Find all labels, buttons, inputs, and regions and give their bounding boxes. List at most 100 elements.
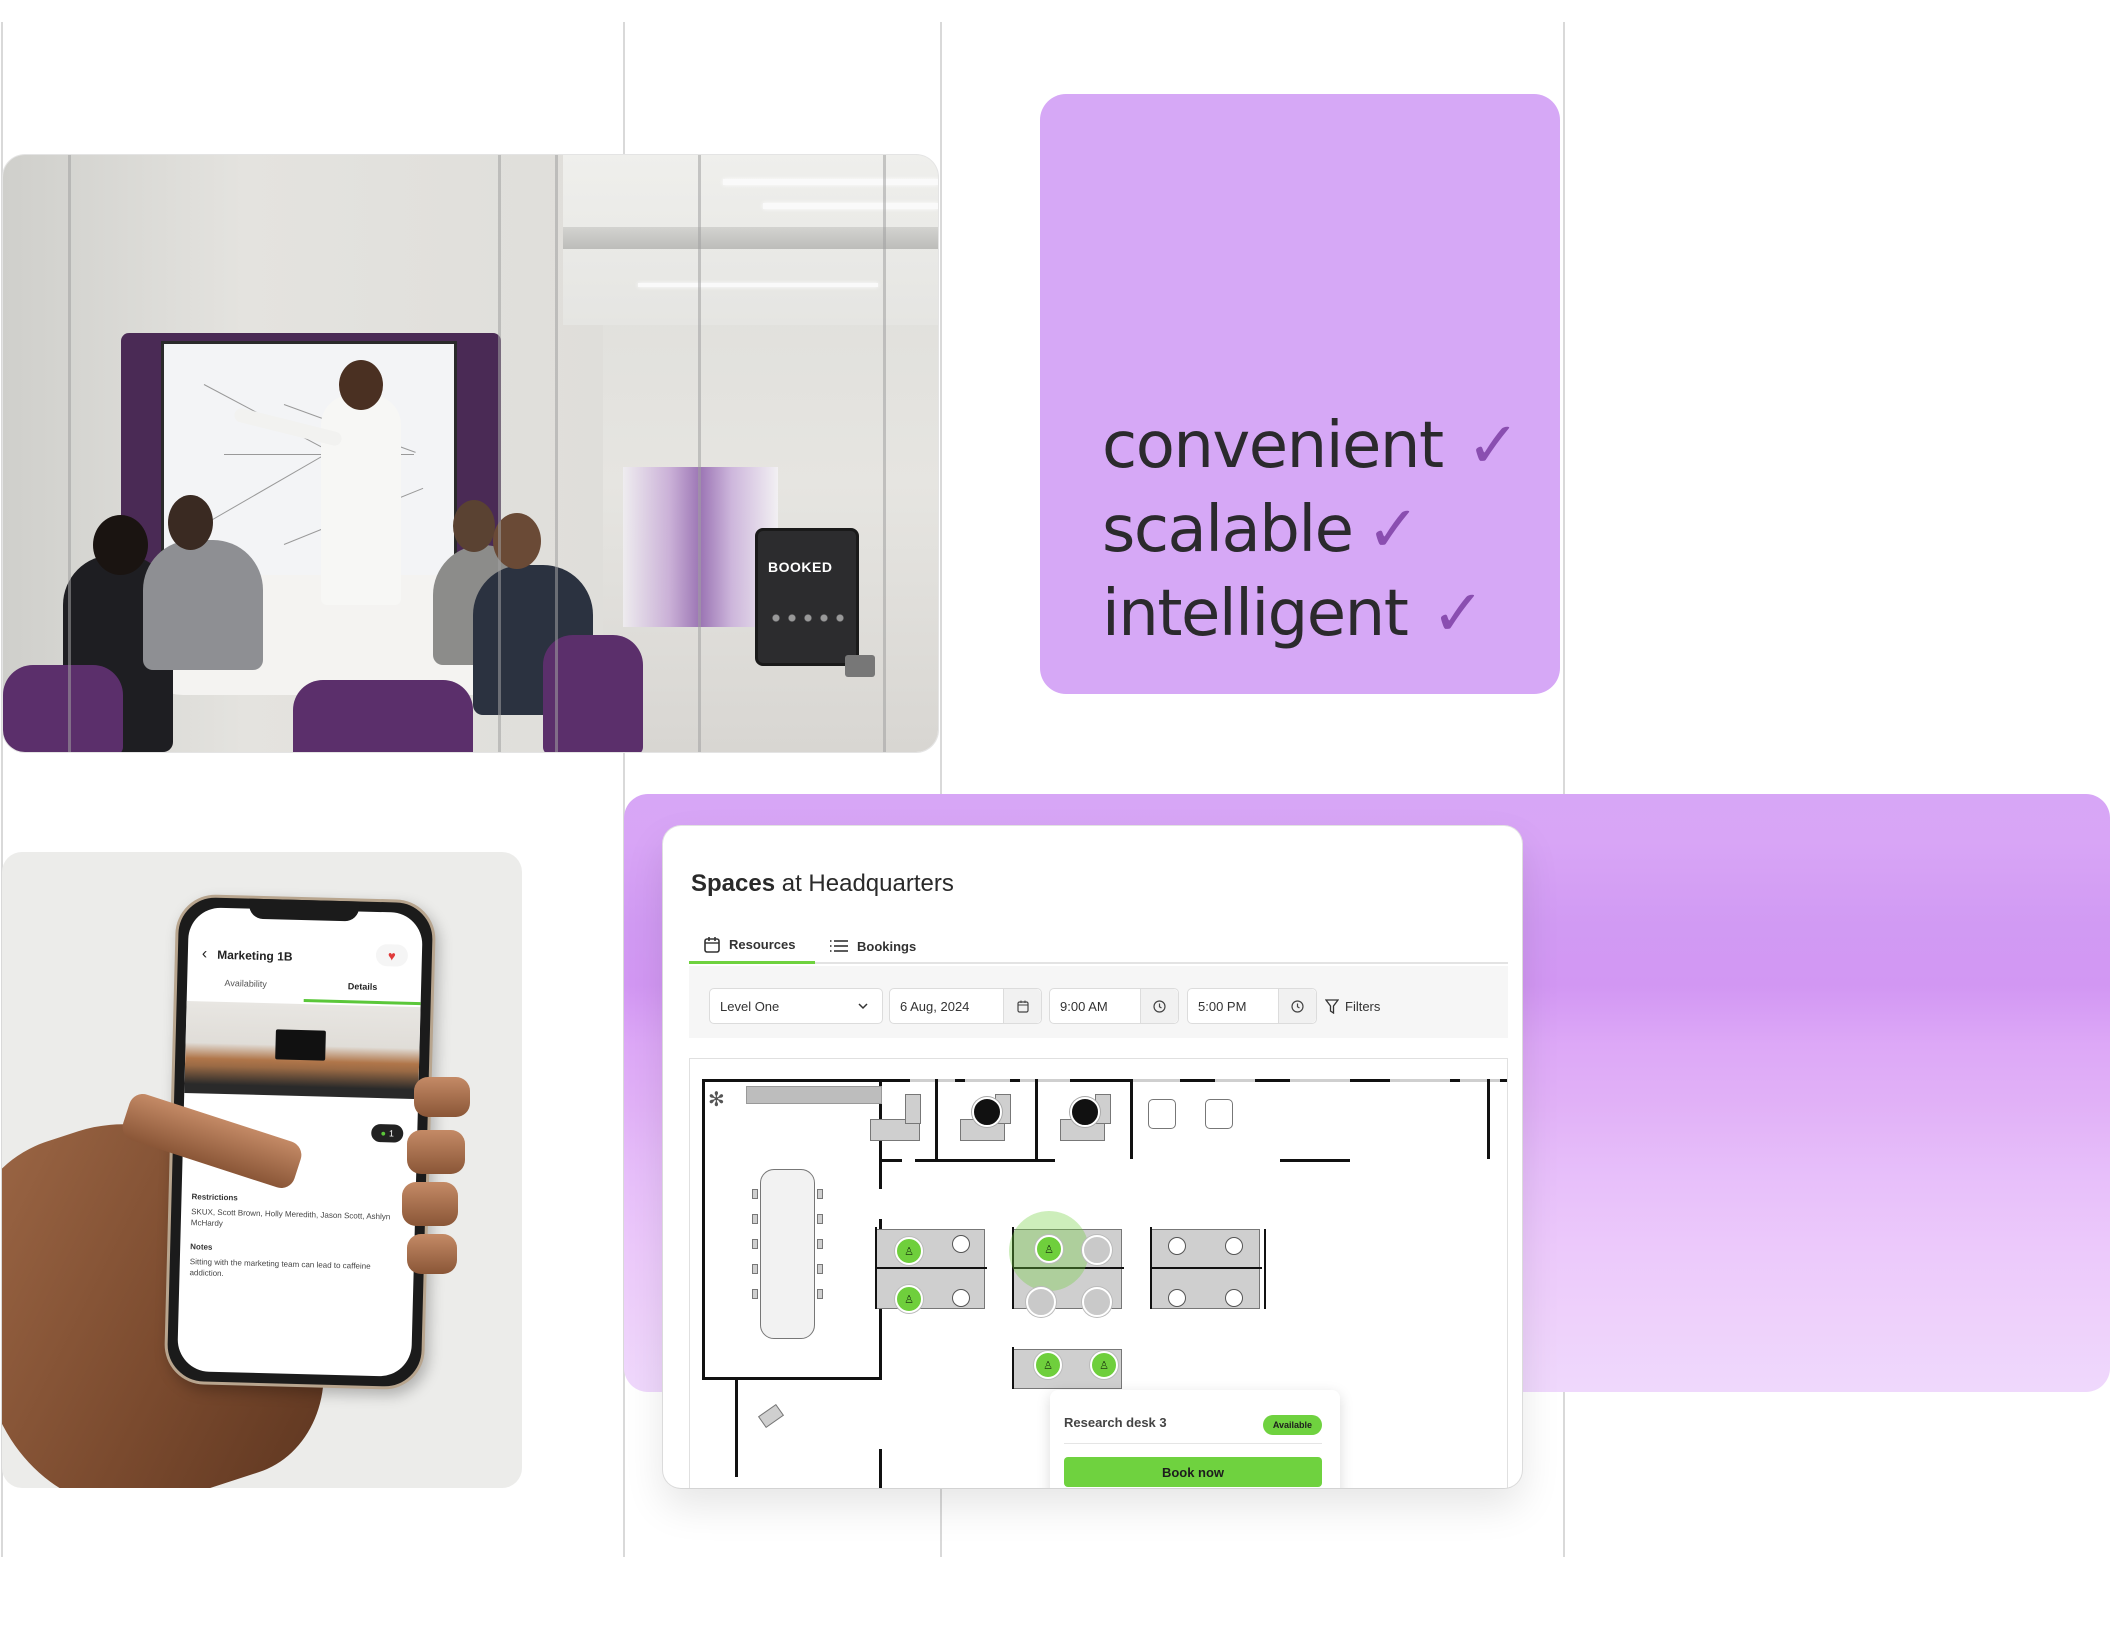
glass-mullion — [68, 155, 71, 752]
tagline-item: convenient ✓ — [1102, 404, 1521, 488]
attendee-head — [93, 515, 148, 575]
filters-button[interactable]: Filters — [1325, 988, 1380, 1024]
spaces-app-window: Spaces at Headquarters Resources Booking… — [663, 826, 1522, 1488]
desk-chair — [952, 1235, 970, 1253]
back-icon[interactable]: ‹ — [201, 945, 208, 963]
tagline-word: scalable — [1102, 493, 1354, 567]
desk-chair — [1168, 1289, 1186, 1307]
finger — [414, 1077, 470, 1117]
unavailable-desk-marker[interactable] — [1026, 1287, 1056, 1317]
end-time-picker[interactable]: 5:00 PM — [1187, 988, 1317, 1024]
divider — [1064, 1443, 1322, 1444]
room-booking-tablet: BOOKED — [755, 528, 859, 666]
desk-chair — [952, 1289, 970, 1307]
check-icon: ✓ — [1466, 409, 1521, 483]
floor-plan[interactable]: ✻ ♙ — [689, 1058, 1508, 1488]
occupied-marker[interactable] — [972, 1097, 1002, 1127]
grid-line — [1563, 22, 1565, 1557]
person-icon: ● — [380, 1128, 387, 1139]
date-picker[interactable]: 6 Aug, 2024 — [889, 988, 1042, 1024]
occupied-marker[interactable] — [1070, 1097, 1100, 1127]
available-desk-marker[interactable]: ♙ — [895, 1237, 923, 1265]
phone-notch — [248, 898, 360, 922]
tab-bar: Resources Bookings — [689, 928, 1508, 964]
tab-bookings[interactable]: Bookings — [815, 928, 928, 964]
filter-toolbar: Level One 6 Aug, 2024 9:00 AM 5:00 PM Fi… — [689, 966, 1508, 1038]
meeting-room-photo: BOOKED — [3, 155, 938, 752]
tablet-status: BOOKED — [768, 559, 833, 575]
list-icon — [830, 940, 848, 952]
available-desk-marker[interactable]: ♙ — [1090, 1351, 1118, 1379]
calendar-icon — [1016, 1000, 1029, 1013]
mobile-app-photo: ‹ Marketing 1B ♥ Availability Details ● … — [2, 852, 522, 1488]
reception-desk — [757, 1403, 785, 1429]
book-now-button[interactable]: Book now — [1064, 1457, 1322, 1487]
favorite-button[interactable]: ♥ — [375, 943, 409, 967]
small-table[interactable] — [1148, 1099, 1176, 1129]
available-desk-marker[interactable]: ♙ — [1034, 1351, 1062, 1379]
calendar-button[interactable] — [1003, 989, 1041, 1023]
check-icon: ✓ — [1366, 493, 1421, 567]
status-badge: Available — [1262, 1415, 1322, 1435]
plant-icon: ✻ — [708, 1089, 725, 1111]
laptop-image — [275, 1029, 326, 1061]
funnel-icon — [1325, 998, 1339, 1014]
clock-icon — [1153, 999, 1166, 1013]
tab-details[interactable]: Details — [303, 980, 422, 1006]
tagline-item: scalable ✓ — [1102, 488, 1519, 572]
check-icon: ✓ — [1431, 577, 1485, 651]
chair — [293, 680, 473, 752]
resource-name: Research desk 3 — [1064, 1415, 1167, 1430]
tagline-word: convenient — [1102, 409, 1444, 483]
calendar-icon — [704, 936, 720, 953]
tagline-list: convenient ✓ scalable ✓ intelligent ✓ — [1102, 404, 1521, 656]
tagline-item: intelligent ✓ — [1102, 572, 1519, 656]
ceiling-duct — [563, 227, 938, 249]
grid-line — [1, 22, 3, 1557]
tagline-card: convenient ✓ scalable ✓ intelligent ✓ — [1040, 94, 1560, 694]
page-title: Spaces at Headquarters — [691, 870, 954, 897]
finger — [407, 1130, 465, 1174]
mobile-tabs: Availability Details — [187, 977, 422, 1006]
ceiling-light — [638, 283, 878, 287]
attendee — [143, 540, 263, 670]
glass-mullion — [555, 155, 558, 752]
unavailable-desk-marker[interactable] — [1082, 1235, 1112, 1265]
chair — [3, 665, 123, 752]
available-desk-marker[interactable]: ♙ — [895, 1285, 923, 1313]
selected-desk-marker[interactable]: ♙ — [1035, 1235, 1063, 1263]
finger — [402, 1182, 458, 1226]
ceiling-light — [763, 203, 938, 209]
level-select[interactable]: Level One — [709, 988, 883, 1024]
tab-availability[interactable]: Availability — [224, 977, 267, 990]
grid-line — [623, 22, 625, 1557]
door-handle — [845, 655, 875, 677]
ceiling-light — [723, 179, 938, 185]
start-time-button[interactable] — [1140, 989, 1178, 1023]
presenter — [321, 395, 401, 605]
grid-line — [940, 22, 942, 1557]
office-desk[interactable] — [870, 1119, 920, 1141]
attendee-head — [493, 513, 541, 569]
glass-mullion — [883, 155, 886, 752]
unavailable-desk-marker[interactable] — [1082, 1287, 1112, 1317]
glass-mullion — [498, 155, 501, 752]
conference-table[interactable] — [760, 1169, 815, 1339]
small-table[interactable] — [1205, 1099, 1233, 1129]
desk-chair — [1225, 1237, 1243, 1255]
chevron-down-icon — [858, 1003, 868, 1010]
attendee-head — [453, 500, 495, 552]
start-time-picker[interactable]: 9:00 AM — [1049, 988, 1179, 1024]
mobile-title: Marketing 1B — [217, 947, 293, 964]
resource-popup: Research desk 3 Available Book now — [1050, 1390, 1340, 1488]
mobile-header: ‹ Marketing 1B — [202, 945, 293, 965]
tab-resources[interactable]: Resources — [689, 928, 815, 964]
restrictions-label: Restrictions — [191, 1192, 238, 1203]
desk-chair — [1225, 1289, 1243, 1307]
desk-chair — [1168, 1237, 1186, 1255]
chair — [543, 635, 643, 752]
presenter-head — [339, 360, 383, 410]
tagline-word: intelligent — [1102, 577, 1409, 651]
end-time-button[interactable] — [1278, 989, 1316, 1023]
cubicle-cluster — [1150, 1229, 1260, 1309]
